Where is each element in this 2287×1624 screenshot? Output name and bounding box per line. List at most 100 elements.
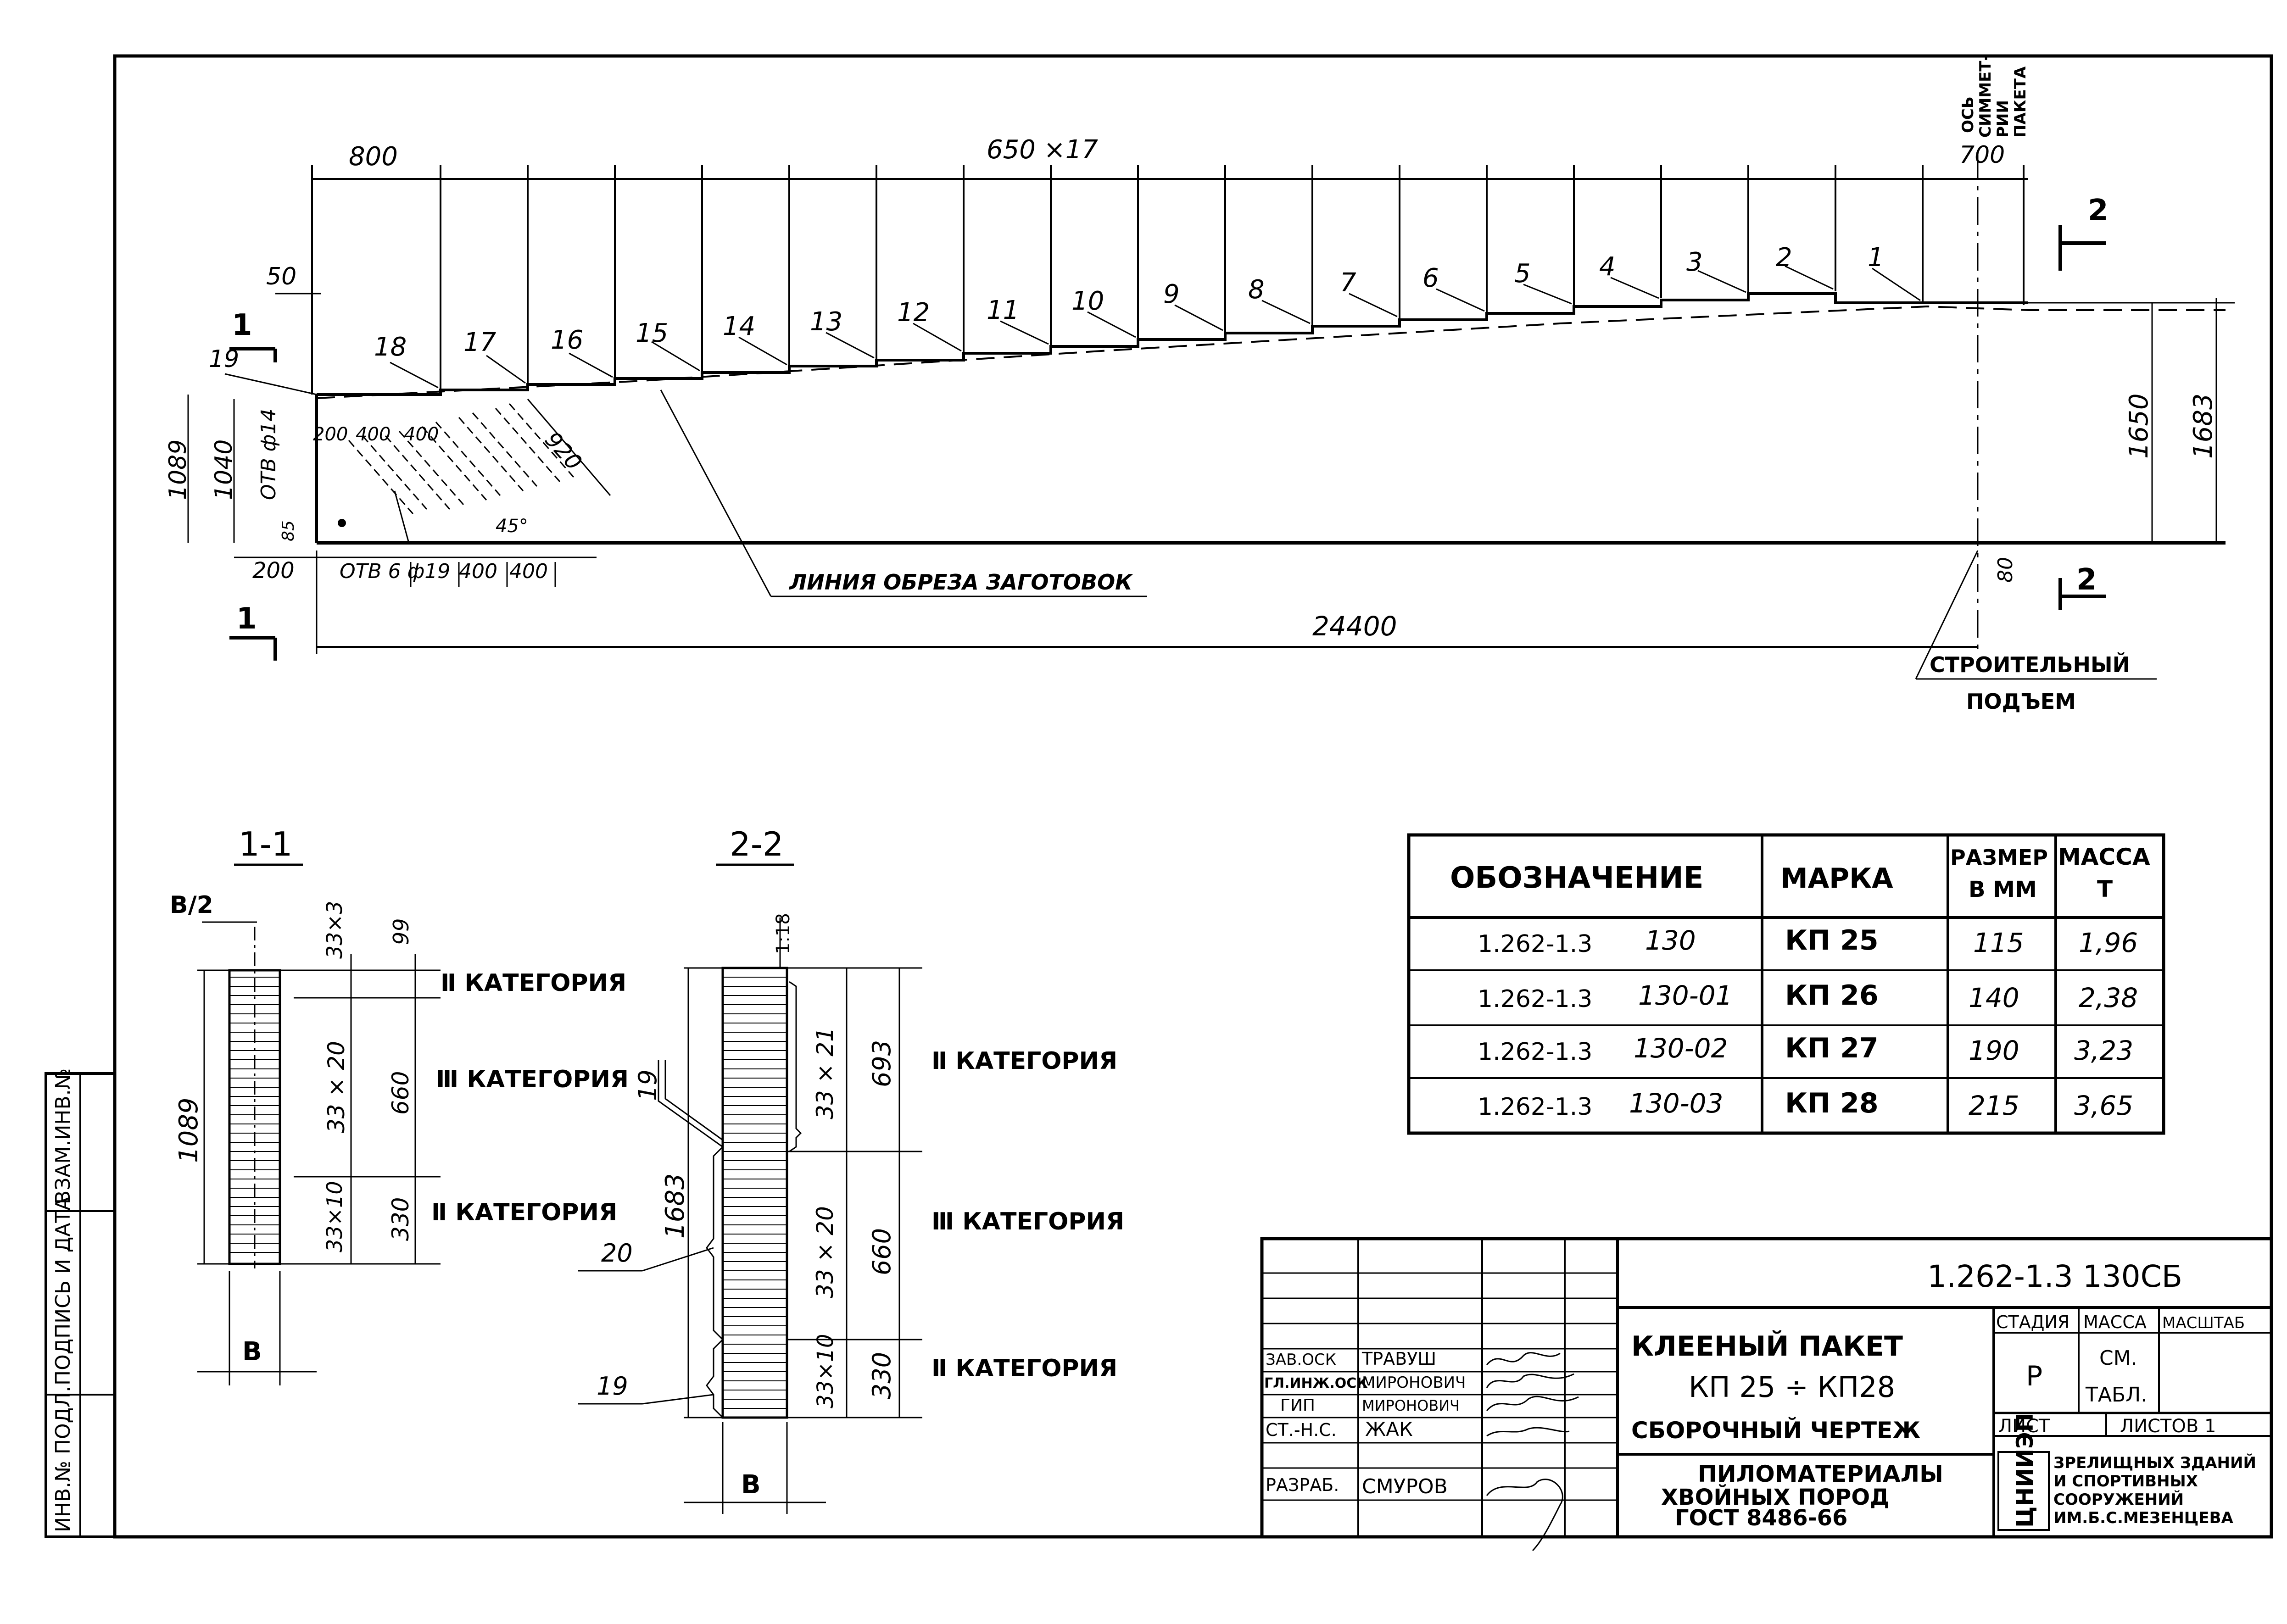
lamella-number: 5 (1514, 259, 1531, 289)
dim-400-top-a: 400 (356, 424, 390, 445)
row-size: 115 (1973, 927, 2024, 958)
material-3: ГОСТ 8486-66 (1675, 1505, 1847, 1531)
section-mark-2-bottom-label: 2 (2076, 563, 2097, 597)
org-line-4: ИМ.Б.С.МЕЗЕНЦЕВА (2053, 1509, 2233, 1527)
person-name: ЖАК (1365, 1418, 1413, 1440)
header-size-2: В ММ (1969, 877, 2037, 902)
section-1-cat-top: Ⅱ КАТЕГОРИЯ (441, 969, 626, 997)
section-2-660: 660 (867, 1228, 896, 1275)
sheet-frame (113, 54, 2273, 1539)
org-line-1: ЗРЕЛИЩНЫХ ЗДАНИЙ (2053, 1453, 2256, 1472)
mass-value-2: ТАБЛ. (2085, 1383, 2147, 1407)
dim-800: 800 (349, 142, 398, 172)
person-name: МИРОНОВИЧ (1362, 1374, 1466, 1392)
dim-200-bottom: 200 (252, 558, 295, 584)
title-block: ЗАВ.ОСК ТРАВУШ ГЛ.ИНЖ.ОСК МИРОНОВИЧ ГИП … (1260, 1237, 2273, 1552)
section-2-693: 693 (867, 1040, 896, 1087)
person-name: ТРАВУШ (1361, 1349, 1436, 1369)
svg-text:ОСЬ: ОСЬ (1959, 96, 1977, 133)
hole-point (338, 519, 346, 527)
row-num: 130 (1645, 925, 1696, 956)
dashed-holes (348, 403, 575, 514)
cut-line-label: ЛИНИЯ ОБРЕЗА ЗАГОТОВОК (788, 570, 1133, 595)
lamella-number: 10 (1071, 286, 1104, 316)
section-mark-1-top (229, 347, 277, 362)
side-stamp: ВЗАМ.ИНВ.№ ПОДПИСЬ И ДАТА ИНВ.№ ПОДЛ. (45, 1068, 116, 1538)
lamella-number: 11 (987, 295, 1019, 325)
dim-hole-top: ОТВ ф14 (257, 409, 280, 500)
dim-200-top: 200 (313, 424, 348, 445)
section-1-330: 330 (387, 1197, 414, 1241)
title-line-2: КП 25 ÷ КП28 (1689, 1370, 1895, 1404)
row-mass: 3,65 (2074, 1090, 2133, 1121)
section-1-title: 1-1 (239, 825, 293, 863)
mass-value-1: СМ. (2099, 1346, 2137, 1370)
scale-header: МАСШТАБ (2162, 1314, 2245, 1332)
dim-400-top-b: 400 (404, 424, 439, 445)
section-1-99: 99 (389, 918, 413, 945)
dim-24400: 24400 (1312, 611, 1397, 642)
axis-note: ОСЬ СИММЕТ- РИИ ПАКЕТА (1959, 54, 2030, 138)
section-1-b-half: В/2 (170, 891, 213, 919)
row-code: 1.262-1.3 (1478, 1038, 1592, 1066)
section-mark-1-bottom-label: 1 (236, 602, 257, 636)
lamella-number: 9 (1163, 279, 1180, 309)
lamella-number: 3 (1686, 247, 1703, 277)
header-mark: МАРКА (1780, 862, 1893, 895)
header-designation: ОБОЗНАЧЕНИЕ (1450, 861, 1703, 895)
section-2-label-19-top: 19 (633, 1069, 662, 1101)
lamella-number: 17 (463, 328, 496, 357)
lift-label-1: СТРОИТЕЛЬНЫЙ (1930, 652, 2130, 677)
dim-400-bottom-b: 400 (509, 560, 548, 583)
row-mark: КП 25 (1785, 924, 1879, 957)
dim-80: 80 (1994, 557, 2017, 583)
section-2-cat-top: Ⅱ КАТЕГОРИЯ (932, 1047, 1117, 1075)
header-size-1: РАЗМЕР (1950, 845, 2048, 870)
dim-920: 920 (540, 427, 587, 476)
row-code: 1.262-1.3 (1478, 930, 1592, 958)
side-stamp-vzam: ВЗАМ.ИНВ.№ (51, 1068, 75, 1204)
svg-text:РИИ: РИИ (1994, 100, 2012, 138)
dim-85: 85 (279, 520, 298, 541)
person-name: СМУРОВ (1362, 1475, 1448, 1498)
material-1: ПИЛОМАТЕРИАЛЫ (1698, 1461, 1943, 1487)
svg-text:СИММЕТ-: СИММЕТ- (1976, 54, 1995, 138)
section-2-330: 330 (867, 1352, 896, 1399)
mass-header: МАССА (2083, 1312, 2147, 1332)
lamella-number: 8 (1248, 275, 1265, 305)
section-1-33x3: 33×3 (322, 901, 347, 959)
row-code: 1.262-1.3 (1478, 985, 1592, 1013)
org-line-3: СООРУЖЕНИЙ (2053, 1490, 2184, 1509)
title-line-1: КЛЕЕНЫЙ ПАКЕТ (1631, 1329, 1903, 1363)
dim-1683: 1683 (2188, 393, 2218, 459)
row-num: 130-03 (1629, 1088, 1723, 1119)
person-name: МИРОНОВИЧ (1362, 1397, 1460, 1414)
person-role: СТ.-Н.С. (1266, 1420, 1337, 1440)
stage-value: Р (2026, 1360, 2042, 1392)
section-1-1: 1-1 В/2 1089 (170, 825, 629, 1385)
section-mark-2-top (2058, 225, 2106, 271)
title-line-3: СБОРОЧНЫЙ ЧЕРТЕЖ (1631, 1417, 1920, 1444)
row-mass: 1,96 (2079, 927, 2138, 958)
side-stamp-inv: ИНВ.№ ПОДЛ. (51, 1386, 75, 1532)
plan-view: 18 17 16 15 14 13 12 11 10 9 8 7 6 5 4 3… (164, 54, 2235, 714)
person-role: РАЗРАБ. (1266, 1475, 1339, 1495)
sheets-label: ЛИСТОВ 1 (2120, 1416, 2216, 1437)
section-mark-1-top-label: 1 (232, 308, 252, 342)
lamella-number: 16 (551, 325, 583, 355)
lamella-number: 13 (810, 307, 842, 337)
lamella-end-lines (311, 165, 2025, 395)
row-size: 190 (1969, 1035, 2019, 1066)
row-size: 140 (1969, 982, 2019, 1013)
section-2-slope: 1:18 (773, 913, 794, 954)
dim-hole-bottom: ОТВ 6 ф19 (340, 560, 450, 583)
svg-text:ПАКЕТА: ПАКЕТА (2011, 66, 2030, 138)
section-2-body (721, 967, 788, 1419)
stage-header: СТАДИЯ (1996, 1312, 2069, 1332)
header-mass-2: Т (2097, 876, 2113, 902)
org-logo-box (1997, 1451, 2050, 1531)
person-role: ЗАВ.ОСК (1266, 1351, 1336, 1369)
lift-label-2: ПОДЪЕМ (1966, 689, 2076, 714)
dim-400-bottom-a: 400 (459, 560, 497, 583)
